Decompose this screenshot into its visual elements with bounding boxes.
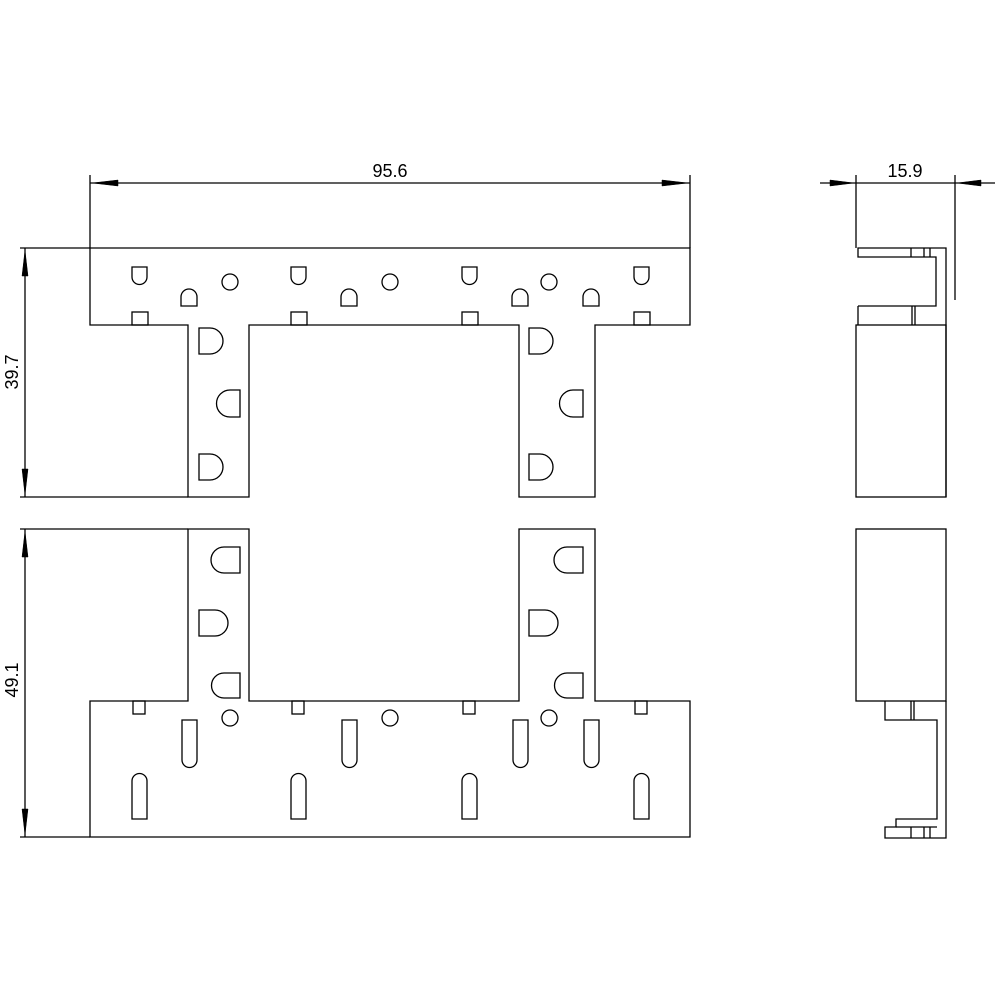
d-hole — [131, 266, 148, 286]
round-hole — [221, 709, 239, 727]
top-d-holes — [131, 266, 650, 286]
square-notch — [131, 311, 149, 326]
arch-hole — [180, 288, 198, 307]
dimension-label: 49.1 — [2, 662, 22, 697]
dimension-label: 39.7 — [2, 354, 22, 389]
arrow-right-icon — [829, 179, 855, 187]
leg-hole — [210, 546, 241, 574]
slot — [341, 719, 358, 769]
leg-hole — [553, 672, 584, 699]
arrow-down-icon — [21, 808, 29, 836]
bottom-leg-holes — [198, 546, 584, 699]
arrow-right-icon — [661, 179, 689, 187]
slot — [131, 772, 148, 820]
bottom-slots-lower — [131, 772, 650, 820]
round-hole — [381, 273, 399, 291]
slot — [181, 719, 198, 769]
top-square-notches — [131, 311, 651, 326]
leg-hole — [558, 389, 584, 418]
top-arch-holes — [180, 288, 600, 307]
square-notch — [462, 700, 476, 715]
dimension-bottom-view-height: 49.1 — [2, 528, 188, 838]
side-body — [855, 528, 947, 702]
d-hole — [633, 266, 650, 286]
slot — [583, 719, 600, 769]
square-notch — [633, 311, 651, 326]
side-profile-clip — [884, 701, 947, 839]
arch-hole — [340, 288, 358, 307]
leg-hole — [528, 327, 554, 355]
top-round-holes — [221, 273, 558, 291]
square-notch — [634, 700, 648, 715]
leg-hole — [210, 672, 241, 699]
dimension-top-view-height: 39.7 — [2, 247, 188, 498]
side-view-top — [855, 247, 947, 498]
round-hole — [540, 273, 558, 291]
square-notch — [132, 700, 146, 715]
bottom-view — [89, 528, 691, 838]
slot — [512, 719, 529, 769]
top-view-outline — [89, 247, 691, 498]
arrow-left-icon — [956, 179, 982, 187]
leg-hole — [198, 609, 229, 637]
arch-hole — [511, 288, 529, 307]
leg-hole — [198, 453, 224, 481]
d-hole — [290, 266, 307, 286]
arrow-down-icon — [21, 468, 29, 496]
side-view-bottom — [855, 528, 947, 839]
arrow-up-icon — [21, 530, 29, 558]
square-notch — [461, 311, 479, 326]
round-hole — [381, 709, 399, 727]
dimension-overall-width: 95.6 — [89, 161, 691, 248]
bottom-view-outline — [89, 528, 691, 838]
slot — [290, 772, 307, 820]
dimension-label: 15.9 — [887, 161, 922, 181]
bottom-slots-upper — [181, 719, 600, 769]
round-hole — [221, 273, 239, 291]
slot — [633, 772, 650, 820]
square-notch — [291, 700, 305, 715]
top-view — [89, 247, 691, 498]
bottom-square-notches — [132, 700, 648, 715]
dimension-side-thickness: 15.9 — [820, 161, 995, 300]
arch-hole — [582, 288, 600, 307]
arrow-up-icon — [21, 249, 29, 277]
dimension-label: 95.6 — [372, 161, 407, 181]
arrow-left-icon — [91, 179, 119, 187]
leg-hole — [198, 327, 224, 355]
leg-hole — [528, 609, 559, 637]
round-hole — [540, 709, 558, 727]
leg-hole — [553, 546, 584, 574]
top-leg-holes — [198, 327, 584, 481]
d-hole — [461, 266, 478, 286]
bottom-round-holes — [221, 709, 558, 727]
side-body — [855, 324, 947, 498]
slot — [461, 772, 478, 820]
leg-hole — [215, 389, 241, 418]
square-notch — [290, 311, 308, 326]
leg-hole — [528, 453, 554, 481]
side-profile-clip — [857, 247, 947, 497]
